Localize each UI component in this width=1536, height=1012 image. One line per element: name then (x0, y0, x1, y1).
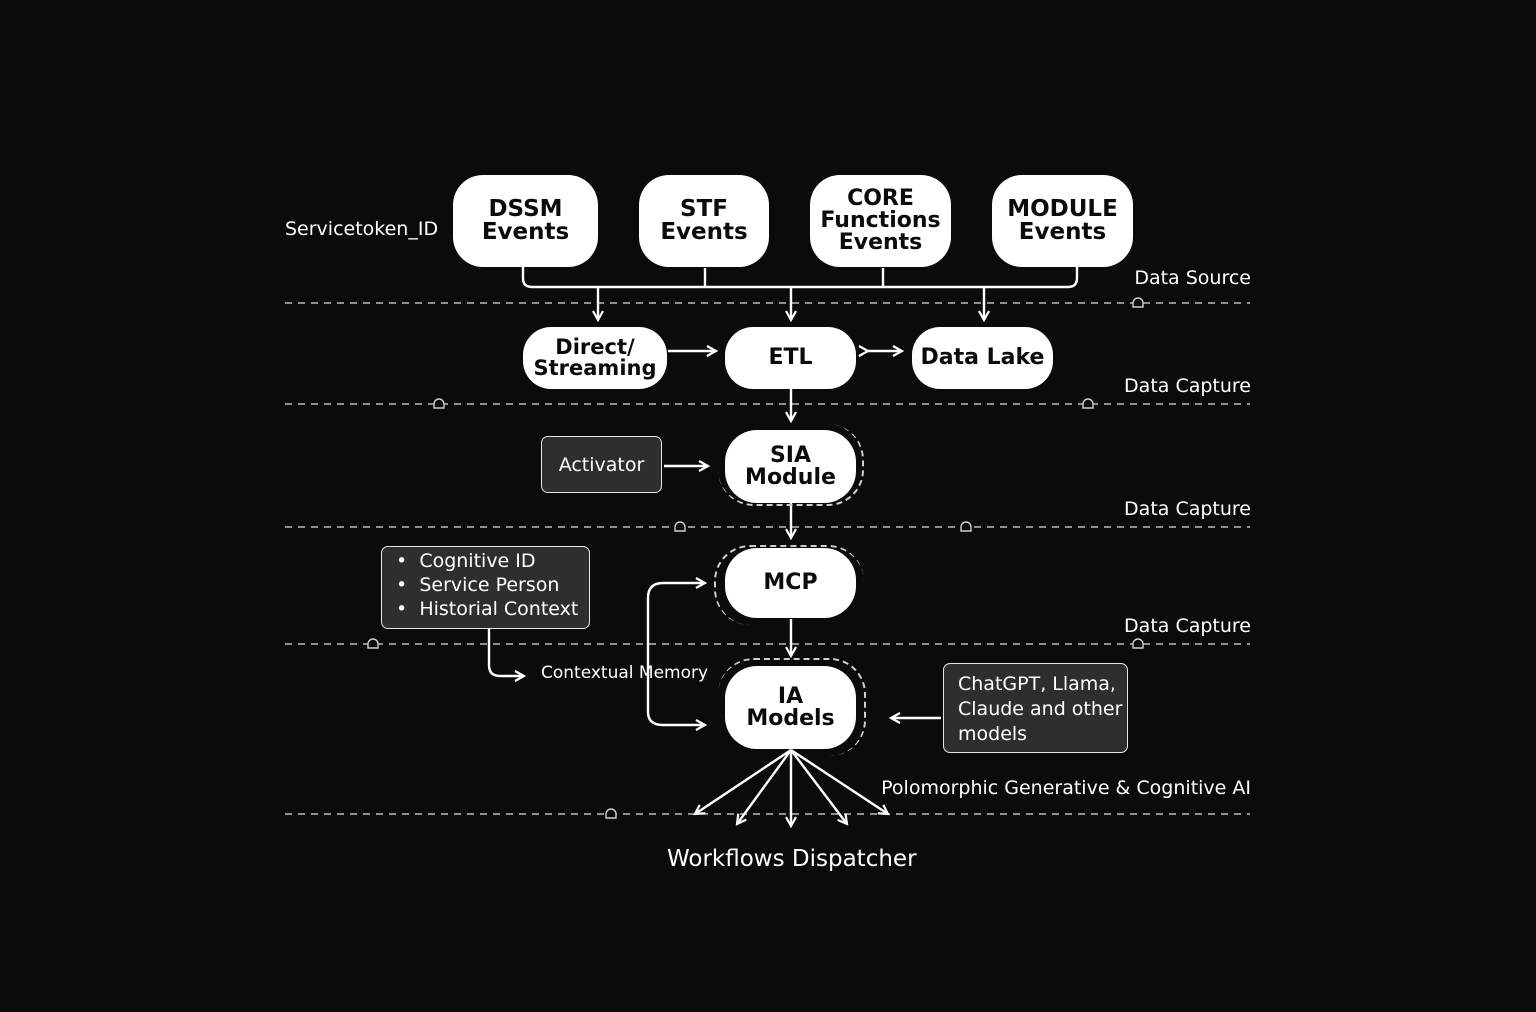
models-line: Claude and other (958, 698, 1123, 720)
models-line: ChatGPT, Llama, (958, 673, 1116, 695)
data-source-label: Data Source (1134, 267, 1251, 289)
node-module-line1: MODULE (1007, 196, 1118, 222)
data-capture-label-3: Data Capture (1124, 615, 1251, 637)
context-item: • Service Person (396, 573, 589, 597)
source-bus (521, 266, 1079, 320)
node-dssm-line2: Events (481, 219, 570, 245)
context-item-label: Service Person (419, 574, 560, 596)
node-core-line2: Functions (820, 208, 941, 233)
node-module-line2: Events (1018, 219, 1107, 245)
node-etl-label: ETL (768, 345, 813, 370)
node-mcp-label: MCP (763, 570, 818, 595)
dispatch-fan (695, 748, 888, 826)
node-ia-line2: Models (746, 705, 835, 731)
node-core-line1: CORE (847, 186, 914, 211)
activator-box[interactable]: Activator (541, 436, 662, 493)
context-item: • Historial Context (396, 597, 589, 621)
node-core-line3: Events (838, 230, 923, 255)
mcp-halo (714, 545, 864, 625)
activator-label: Activator (558, 453, 645, 476)
models-line: models (958, 723, 1028, 745)
servicetoken-label: Servicetoken_ID (285, 218, 439, 240)
node-data-lake[interactable]: Data Lake (912, 327, 1053, 389)
layer-separators (285, 302, 1250, 815)
node-mcp[interactable]: MCP (725, 548, 856, 618)
bullet-icon: • (396, 598, 408, 620)
node-stf-line1: STF (680, 196, 728, 222)
arrow-memory-to-ia (646, 700, 705, 725)
arrow-memory-to-mcp (646, 583, 705, 700)
arrow-context-to-memory (487, 629, 524, 676)
node-ia-models[interactable]: IA Models (725, 666, 856, 749)
node-direct-line1: Direct/ (555, 335, 635, 359)
models-box: ChatGPT, Llama, Claude and other models (943, 663, 1128, 753)
context-item-label: Cognitive ID (419, 550, 536, 572)
data-capture-label-2: Data Capture (1124, 498, 1251, 520)
node-direct-line2: Streaming (533, 356, 657, 380)
node-dssm-line1: DSSM (488, 196, 563, 222)
ia-halo (718, 658, 866, 756)
polomorphic-label: Polomorphic Generative & Cognitive AI (881, 777, 1251, 799)
node-etl[interactable]: ETL (725, 327, 856, 389)
context-box: • Cognitive ID • Service Person • Histor… (381, 546, 590, 629)
bullet-icon: • (396, 550, 408, 572)
node-sia-line2: Module (745, 464, 836, 490)
data-capture-label-1: Data Capture (1124, 375, 1251, 397)
node-core-functions-events[interactable]: CORE Functions Events (810, 175, 951, 267)
node-direct-streaming[interactable]: Direct/ Streaming (523, 327, 667, 389)
node-stf-events[interactable]: STF Events (639, 175, 769, 267)
node-module-events[interactable]: MODULE Events (992, 175, 1133, 267)
contextual-memory-label: Contextual Memory (541, 663, 709, 683)
node-sia-module[interactable]: SIA Module (725, 430, 856, 503)
separator-markers (367, 297, 1144, 819)
node-ia-line1: IA (777, 683, 804, 709)
sia-halo (718, 424, 864, 506)
bullet-icon: • (396, 574, 408, 596)
node-dssm-events[interactable]: DSSM Events (453, 175, 598, 267)
node-datalake-label: Data Lake (920, 345, 1045, 370)
workflows-dispatcher-label: Workflows Dispatcher (667, 846, 917, 872)
node-stf-line2: Events (660, 219, 748, 245)
context-item-label: Historial Context (419, 598, 579, 620)
node-sia-line1: SIA (769, 442, 812, 468)
context-item: • Cognitive ID (396, 549, 589, 573)
